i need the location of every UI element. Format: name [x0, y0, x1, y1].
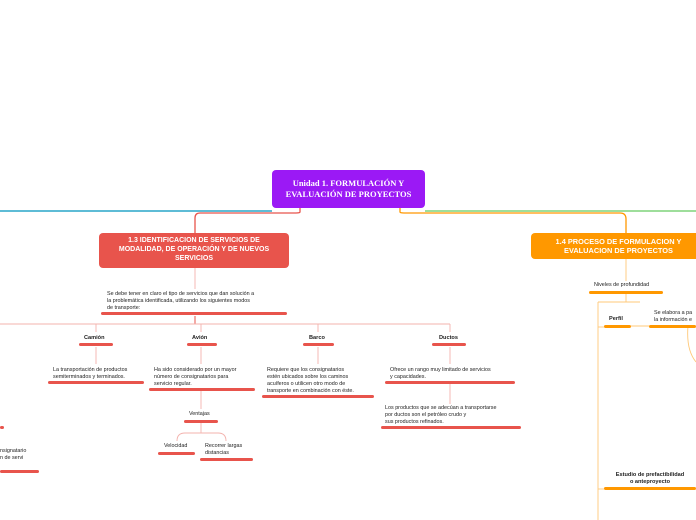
mode-ductos-desc2-underline — [381, 426, 521, 429]
mode-camion-label[interactable]: Camión — [84, 335, 105, 341]
perfil-label[interactable]: Perfil — [609, 316, 623, 322]
intro-underline — [101, 312, 287, 315]
mode-avion-underline — [187, 343, 217, 346]
topic-identificacion-servicios[interactable]: 1.3 IDENTIFICACION DE SERVICIOS DE MODAL… — [99, 233, 289, 268]
mode-ductos-desc: Ofrece un rango muy limitado de servicio… — [390, 367, 491, 381]
prefactibilidad-underline — [604, 487, 696, 490]
topic-proceso-formulacion[interactable]: 1.4 PROCESO DE FORMULACION Y EVALUACION … — [531, 233, 696, 259]
levels-label[interactable]: Niveles de profundidad — [594, 282, 650, 288]
ventajas-label[interactable]: Ventajas — [189, 411, 210, 417]
root-topic[interactable]: Unidad 1. FORMULACIÓN Y EVALUACIÓN DE PR… — [272, 170, 425, 208]
mode-ductos-label[interactable]: Ductos — [439, 335, 458, 341]
mode-ductos-desc-underline — [385, 381, 515, 384]
ventaja-velocidad-underline — [158, 452, 195, 455]
ventaja-distancias-underline — [200, 458, 253, 461]
mode-avion-desc-underline — [149, 388, 255, 391]
mode-camion-desc-underline — [48, 381, 144, 384]
mode-camion-desc: La transportación de productos semitermi… — [53, 367, 128, 381]
mode-barco-underline — [303, 343, 334, 346]
ventaja-distancias[interactable]: Recorrer largas distancias — [205, 443, 243, 457]
ventajas-underline — [184, 420, 218, 423]
mode-ductos-desc2: Los productos que se adecúan a transport… — [385, 405, 497, 426]
mode-barco-label[interactable]: Barco — [309, 335, 325, 341]
mode-barco-desc: Requiere que los consignatarios estén ub… — [267, 367, 354, 395]
mode-avion-label[interactable]: Avión — [192, 335, 208, 341]
levels-underline — [589, 291, 663, 294]
perfil-underline — [604, 325, 631, 328]
mode-camion-underline — [79, 343, 113, 346]
offscreen-node-underline — [0, 470, 39, 473]
mode-barco-desc-underline — [262, 395, 374, 398]
mode-avion-desc: Ha sido considerado por un mayor número … — [154, 367, 237, 388]
prefactibilidad-label[interactable]: Estudio de prefactibilidad o anteproyect… — [615, 472, 685, 486]
mode-ductos-underline — [432, 343, 466, 346]
offscreen-node-text: nsignatario n de servi — [0, 448, 27, 462]
perfil-desc: Se elabora a pa la información e — [654, 310, 693, 324]
ventaja-velocidad[interactable]: Velocidad — [164, 443, 188, 449]
offscreen-node-underline-2 — [0, 426, 4, 429]
perfil-desc-underline — [649, 325, 696, 328]
intro-text: Se debe tener en claro el tipo de servic… — [107, 291, 255, 312]
